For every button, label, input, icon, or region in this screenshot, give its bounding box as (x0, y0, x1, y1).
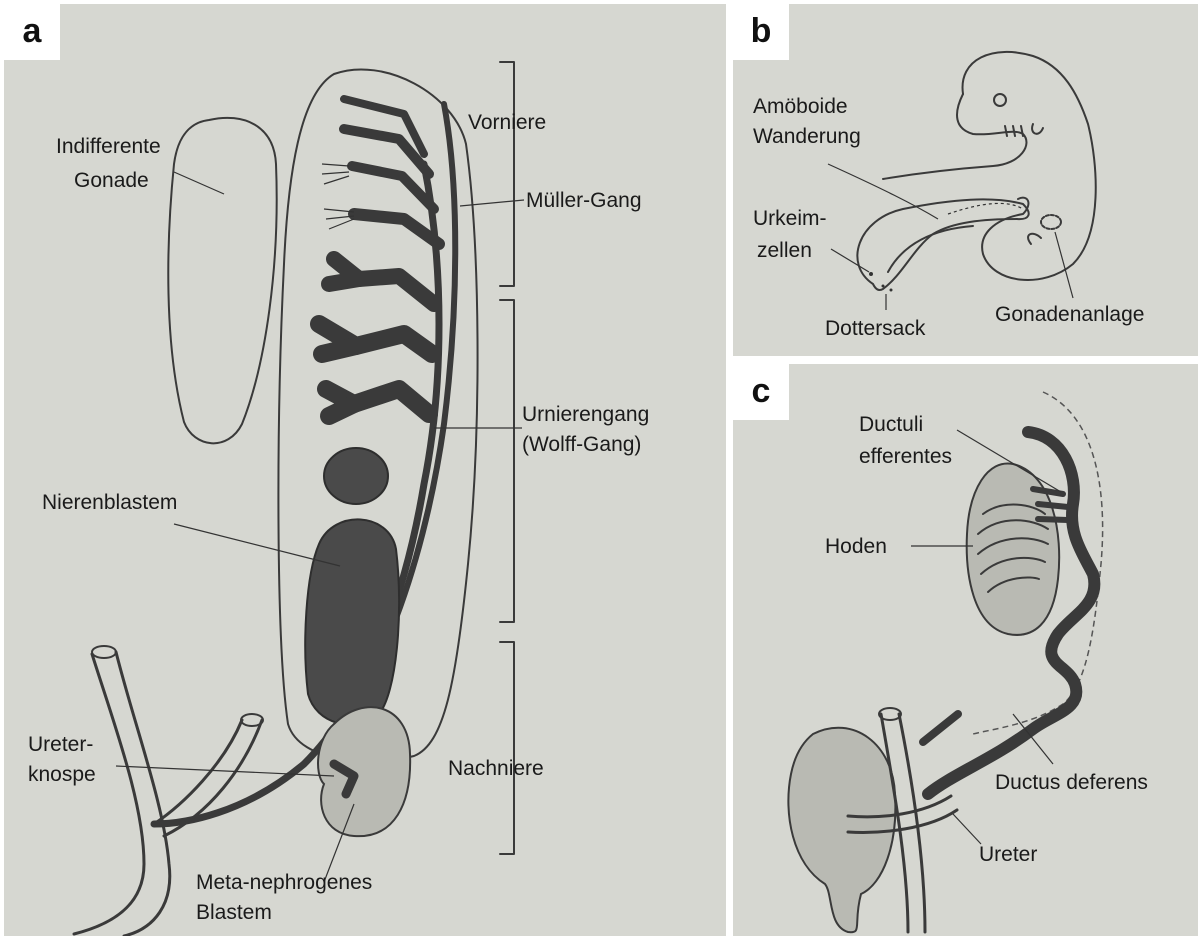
label-nachniere: Nachniere (448, 756, 544, 782)
label-mueller-gang: Müller-Gang (526, 188, 642, 214)
left-tube (74, 652, 170, 936)
bracket-nachniere (500, 642, 514, 854)
label-nierenblastem: Nierenblastem (42, 490, 177, 516)
label-urnierengang-2: (Wolff-Gang) (522, 432, 641, 458)
label-hoden: Hoden (825, 534, 887, 560)
panel-c-letter: c (733, 364, 789, 420)
panel-b: b Amöboide Wanderung Urkeim- zellen Dott… (733, 4, 1198, 356)
bracket-vorniere (500, 62, 514, 286)
panel-a-letter: a (4, 4, 60, 60)
label-urkeimzellen-2: zellen (757, 238, 812, 264)
embryo-eye (994, 94, 1006, 106)
label-amoeboide-1: Amöboide (753, 94, 848, 120)
mid-tube-end (241, 714, 263, 726)
bracket-urniere (500, 300, 514, 622)
label-ductuli-2: efferentes (859, 444, 952, 470)
label-ureter-knospe-2: knospe (28, 762, 96, 788)
label-meta-nephrogenes-2: Blastem (196, 900, 272, 926)
nephric-blastema (305, 519, 399, 724)
label-urkeimzellen-1: Urkeim- (753, 206, 827, 232)
label-ductuli-1: Ductuli (859, 412, 923, 438)
indifferent-gonad-shape (168, 118, 276, 443)
panel-c-drawing (733, 364, 1198, 936)
cut-duct (923, 714, 958, 742)
label-amoeboide-2: Wanderung (753, 124, 861, 150)
gonad-anlage (1041, 215, 1061, 229)
label-indifferente-gonade-1: Indifferente (56, 134, 161, 160)
panel-c: c Ductuli efferentes Hoden Ductus defere… (733, 364, 1198, 936)
primordial-germ-cells (869, 272, 893, 292)
label-dottersack: Dottersack (825, 316, 925, 342)
label-ductus-deferens: Ductus deferens (995, 770, 1148, 796)
label-gonadenanlage: Gonadenanlage (995, 302, 1144, 328)
label-ureter: Ureter (979, 842, 1037, 868)
panel-b-letter: b (733, 4, 789, 60)
label-indifferente-gonade-2: Gonade (74, 168, 149, 194)
nephrogenic-nodule (324, 448, 388, 504)
left-tube-end (92, 646, 116, 658)
bladder (788, 728, 895, 933)
pronephros-tubules (322, 99, 439, 244)
metanephric-blastema (318, 707, 410, 836)
panel-a: a Vorniere Indifferente Gonade Müller-Ga… (4, 4, 726, 936)
label-ureter-knospe-1: Ureter- (28, 732, 93, 758)
yolk-sac (857, 199, 1028, 290)
label-urnierengang-1: Urnierengang (522, 402, 649, 428)
label-vorniere: Vorniere (468, 110, 546, 136)
label-meta-nephrogenes-1: Meta-nephrogenes (196, 870, 372, 896)
mesonephric-tubules (319, 259, 434, 416)
